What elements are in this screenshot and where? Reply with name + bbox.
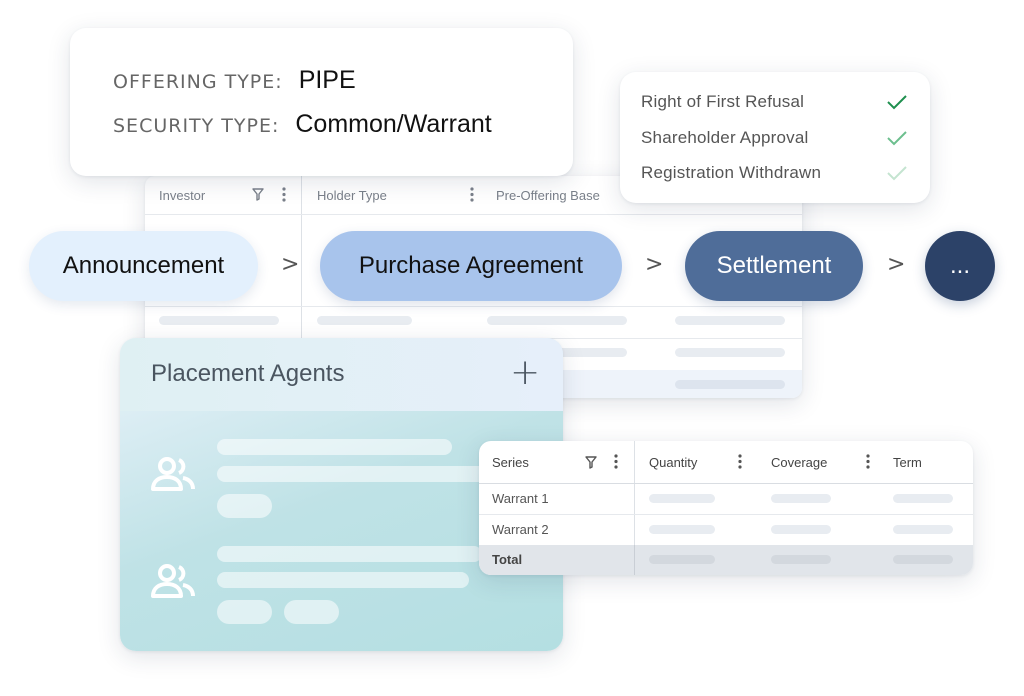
offering-type-value: PIPE	[298, 66, 356, 94]
check-icon	[887, 166, 907, 181]
checklist-item[interactable]: Right of First Refusal	[641, 92, 908, 112]
column-header-holder-type[interactable]: Holder Type	[317, 187, 387, 203]
column-header-term[interactable]: Term	[893, 454, 922, 470]
requirements-checklist: Right of First Refusal Shareholder Appro…	[620, 72, 930, 203]
stage-settlement[interactable]: Settlement	[685, 231, 863, 301]
stage-separator: >	[887, 252, 906, 277]
add-agent-button[interactable]: +	[510, 352, 541, 393]
filter-icon[interactable]	[585, 456, 597, 469]
stage-announcement[interactable]: Announcement	[29, 231, 258, 301]
table-row[interactable]: Warrant 2	[492, 522, 549, 537]
stage-separator: >	[645, 252, 664, 277]
more-options-icon[interactable]	[865, 453, 871, 470]
column-header-coverage[interactable]: Coverage	[771, 454, 828, 470]
stage-more[interactable]: ...	[925, 231, 995, 301]
users-icon	[151, 564, 195, 598]
filter-icon[interactable]	[252, 188, 264, 201]
check-icon	[887, 95, 907, 110]
offering-type-label: OFFERING TYPE:	[113, 71, 283, 93]
security-type-value: Common/Warrant	[295, 110, 492, 138]
more-options-icon[interactable]	[281, 186, 287, 203]
table-row[interactable]: Warrant 1	[492, 491, 549, 506]
checklist-item[interactable]: Shareholder Approval	[641, 128, 908, 148]
users-icon	[151, 457, 195, 491]
security-type-label: SECURITY TYPE:	[113, 115, 280, 137]
more-options-icon[interactable]	[737, 453, 743, 470]
column-header-pre-offering-base[interactable]: Pre-Offering Base	[496, 187, 600, 203]
stage-purchase-agreement[interactable]: Purchase Agreement	[320, 231, 622, 301]
series-table: Series Quantity Coverage Term Warrant 1 …	[479, 441, 973, 575]
column-header-investor[interactable]: Investor	[159, 187, 206, 203]
column-header-series[interactable]: Series	[492, 454, 529, 470]
more-options-icon[interactable]	[469, 186, 475, 203]
checklist-item[interactable]: Registration Withdrawn	[641, 163, 908, 183]
check-icon	[887, 131, 907, 146]
panel-title: Placement Agents	[151, 360, 345, 387]
stage-separator: >	[281, 252, 300, 277]
offering-card: OFFERING TYPE: PIPE SECURITY TYPE: Commo…	[70, 28, 573, 176]
more-options-icon[interactable]	[613, 453, 619, 470]
total-row: Total	[479, 545, 973, 575]
column-header-quantity[interactable]: Quantity	[649, 454, 698, 470]
